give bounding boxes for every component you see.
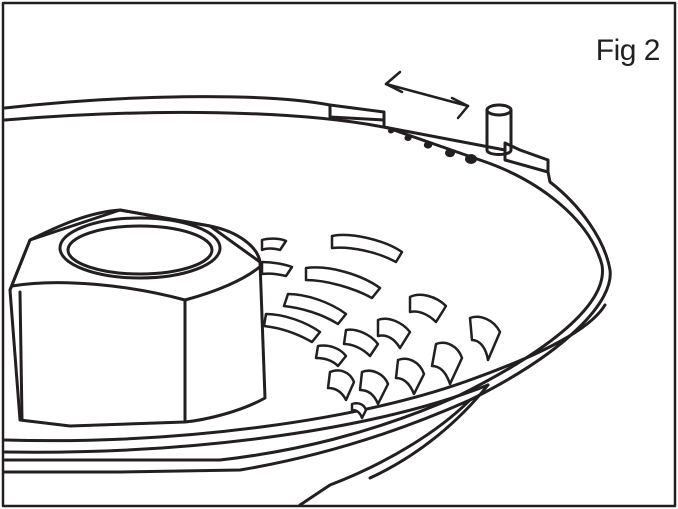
vent-slot: [350, 402, 368, 420]
vent-slot: [314, 344, 348, 368]
vent-slot: [262, 312, 322, 344]
adjust-peg: [485, 103, 513, 156]
vent-slot: [260, 260, 294, 278]
bowl-base-rim: [3, 303, 607, 443]
double-headed-arrow-icon: [384, 70, 470, 120]
bowl-foot: [298, 398, 472, 507]
rim-flange: [328, 103, 386, 122]
vent-slot: [260, 237, 288, 252]
vent-slot: [394, 357, 426, 396]
vent-slot: [282, 292, 348, 326]
vent-slot: [430, 341, 464, 386]
bowl-outer-rim: [3, 95, 612, 474]
bowl-foot-inner: [368, 383, 490, 480]
vent-slot: [376, 317, 412, 350]
vent-slot: [342, 328, 380, 358]
vent-slot: [304, 266, 382, 300]
vent-slots: [260, 233, 502, 420]
vent-slot: [468, 315, 502, 362]
setting-dots-icon: [388, 128, 477, 164]
rim-flange-step: [503, 141, 550, 174]
figure-label: Fig 2: [595, 34, 661, 67]
vent-slot: [408, 293, 448, 324]
vent-slot: [326, 369, 356, 402]
vent-slot: [358, 369, 390, 406]
center-hub: [8, 208, 267, 428]
bowl-base-rim-inner: [3, 383, 490, 454]
vent-slot: [330, 233, 404, 264]
bowl-inner-rim: [3, 110, 604, 462]
